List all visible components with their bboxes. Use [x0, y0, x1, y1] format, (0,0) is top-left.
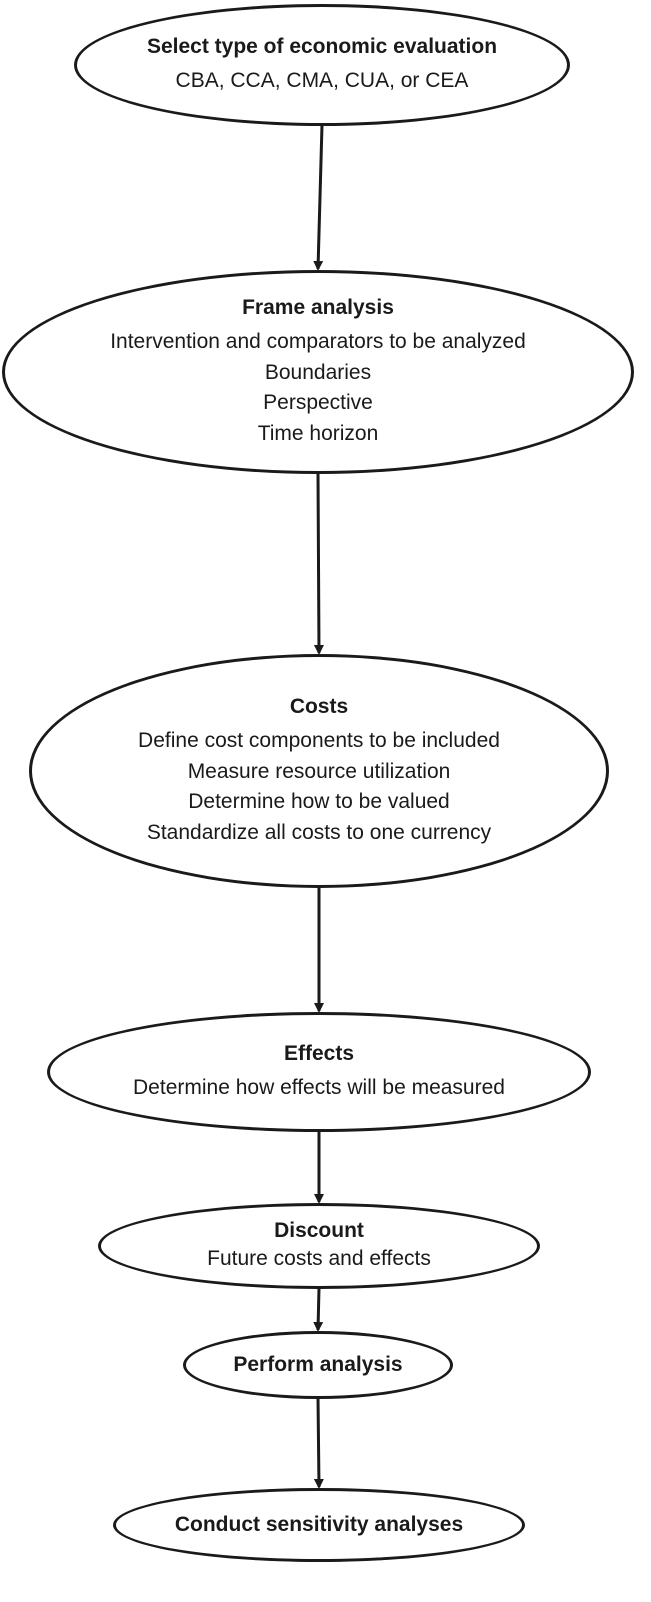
node-line: Future costs and effects	[207, 1246, 431, 1270]
node-title: Effects	[283, 1041, 355, 1065]
node-line: CBA, CCA, CMA, CUA, or CEA	[175, 68, 469, 92]
arrow-perform-to-sens	[313, 1397, 324, 1489]
node-discount: Discount Future costs and effects	[98, 1203, 540, 1289]
node-sensitivity-analyses: Conduct sensitivity analyses	[113, 1488, 525, 1562]
node-costs: Costs Define cost components to be inclu…	[29, 654, 609, 888]
node-line: Boundaries	[264, 360, 372, 384]
arrow-select-to-frame	[313, 124, 324, 271]
node-line: Time horizon	[257, 421, 379, 445]
node-line: Determine how effects will be measured	[133, 1075, 505, 1099]
node-title: Perform analysis	[233, 1352, 403, 1376]
node-line: Standardize all costs to one currency	[146, 820, 492, 844]
node-line: Perspective	[263, 391, 373, 415]
node-line: Determine how to be valued	[188, 790, 450, 814]
node-frame-analysis: Frame analysis Intervention and comparat…	[2, 270, 634, 474]
arrow-discount-to-perform	[313, 1287, 324, 1332]
node-line: Measure resource utilization	[187, 759, 451, 783]
node-perform-analysis: Perform analysis	[183, 1331, 453, 1399]
node-select-evaluation-type: Select type of economic evaluation CBA, …	[74, 4, 570, 126]
arrow-frame-to-costs	[313, 472, 324, 655]
node-title: Discount	[274, 1218, 364, 1242]
node-title: Select type of economic evaluation	[146, 34, 498, 58]
node-effects: Effects Determine how effects will be me…	[47, 1012, 591, 1132]
node-title: Costs	[289, 695, 349, 718]
node-line: Define cost components to be included	[138, 729, 500, 753]
node-title: Conduct sensitivity analyses	[174, 1512, 464, 1536]
node-title: Frame analysis	[242, 296, 394, 319]
node-line: Intervention and comparators to be analy…	[110, 330, 526, 354]
